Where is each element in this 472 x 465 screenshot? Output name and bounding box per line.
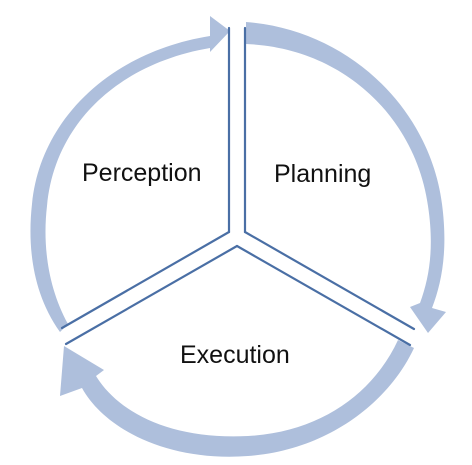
divider-lowerright-lower	[235, 244, 412, 347]
divider-lowerleft-lower	[64, 244, 239, 346]
perception-arrow	[30, 16, 231, 332]
divider-lowerright-upper	[243, 230, 416, 331]
divider-lowerleft-upper	[60, 230, 231, 330]
planning-arrow	[246, 22, 446, 333]
perception-label: Perception	[82, 159, 202, 187]
execution-arrow	[60, 340, 414, 457]
planning-label: Planning	[274, 160, 372, 188]
execution-label: Execution	[180, 341, 290, 369]
